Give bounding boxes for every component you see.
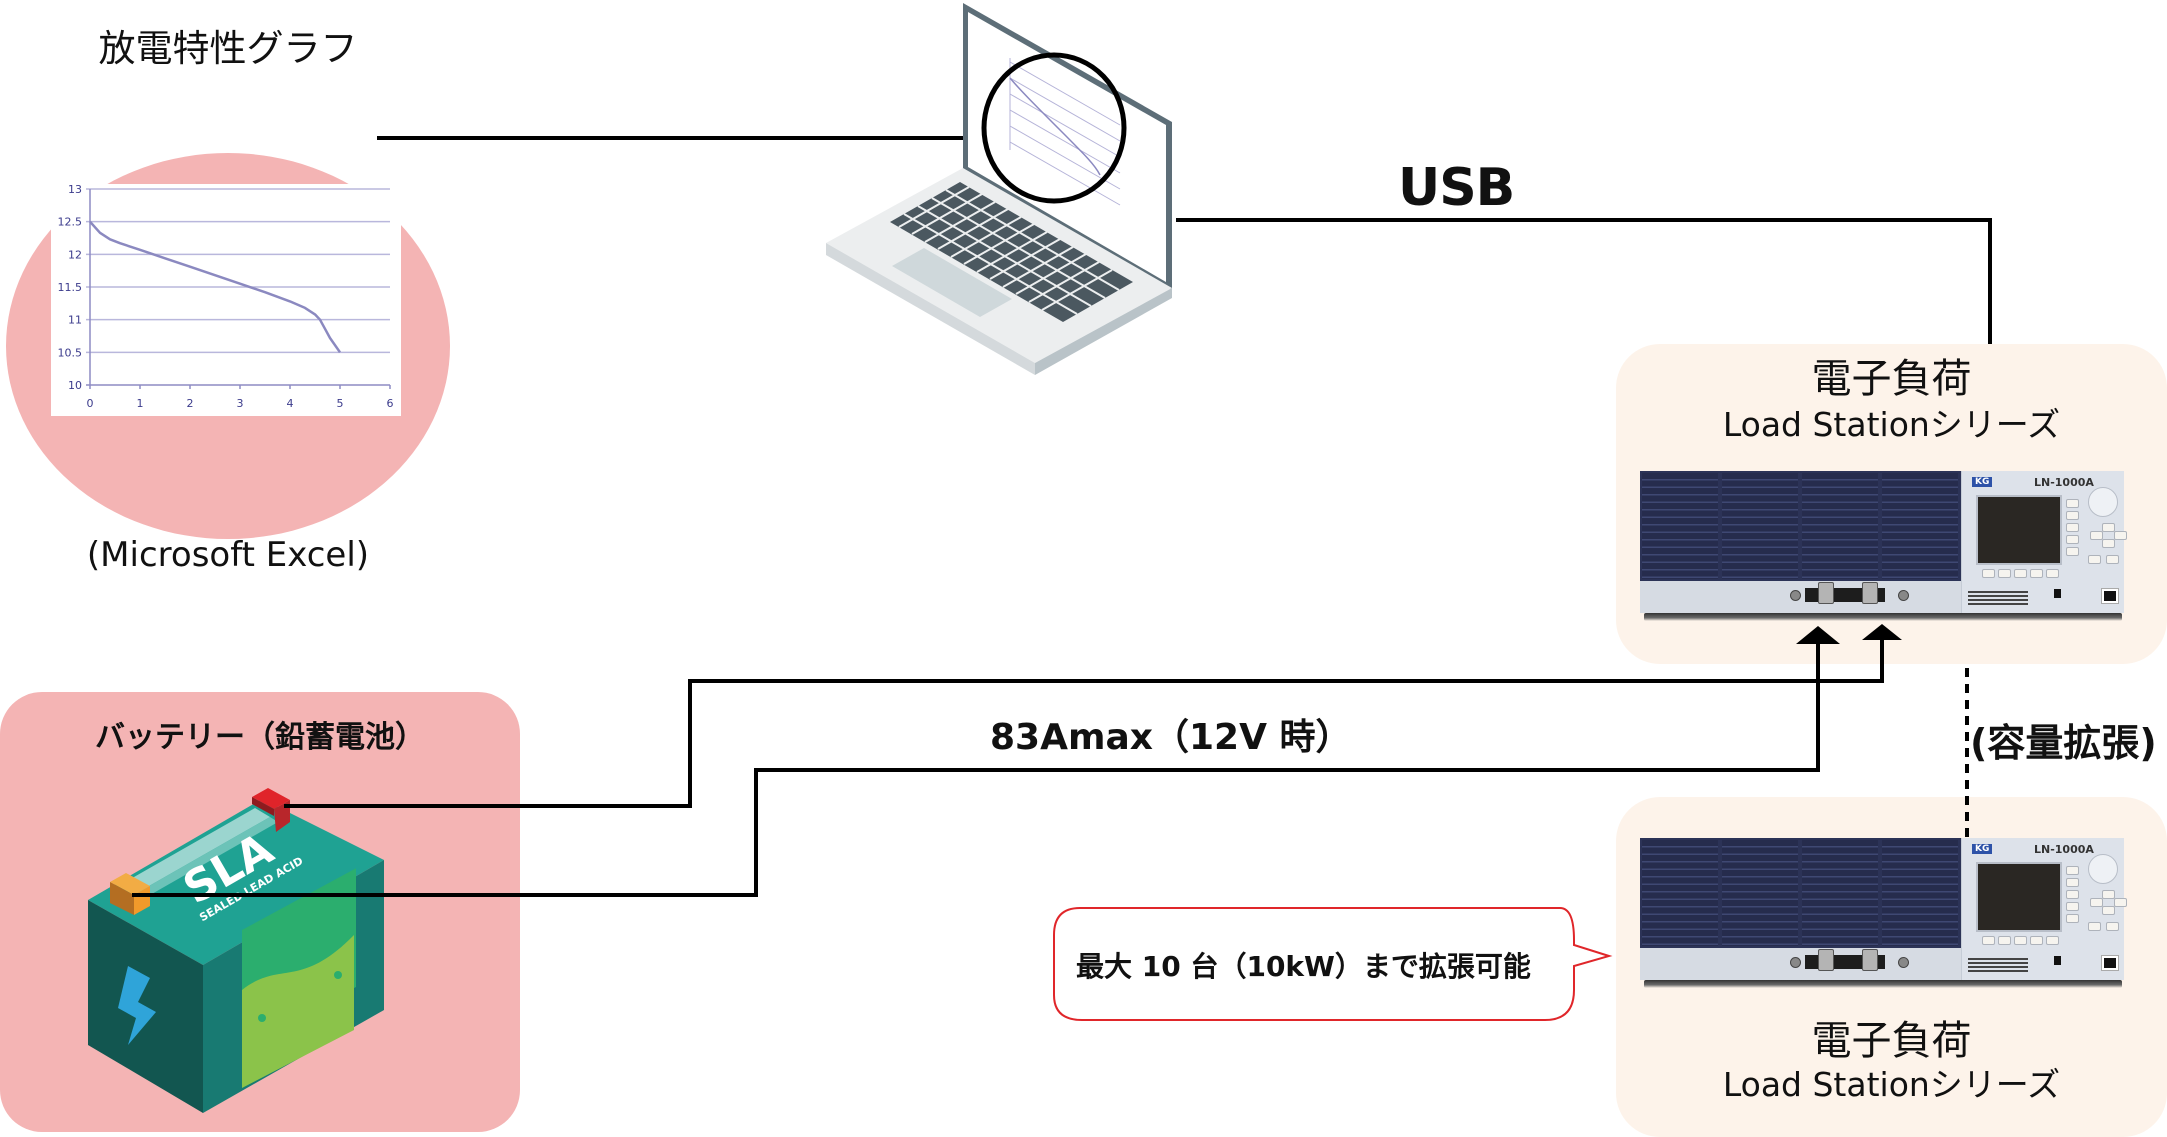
- chart-x-tick-label: 5: [337, 397, 344, 410]
- power-switch[interactable]: [2101, 588, 2119, 604]
- chart-y-tick-label: 12.5: [58, 216, 83, 229]
- graph-caption: (Microsoft Excel): [86, 535, 370, 575]
- negative-arrowhead: [1796, 626, 1840, 644]
- chart-y-tick-label: 10.5: [58, 346, 83, 359]
- chart-x-tick-label: 0: [87, 397, 94, 410]
- callout-bubble: [1053, 907, 1613, 1021]
- chart-y-tick-label: 11: [68, 314, 82, 327]
- brand-logo: KG: [1972, 477, 1993, 487]
- brand-logo: KG: [1972, 844, 1993, 854]
- usb-label: USB: [1398, 158, 1515, 218]
- callout-text: 最大 10 台（10kW）まで拡張可能: [1076, 950, 1531, 983]
- vent-grille: [1640, 471, 1961, 581]
- chart-y-tick-label: 10: [68, 379, 82, 392]
- rotary-knob[interactable]: [2088, 487, 2118, 517]
- load-station-top-series: Load Stationシリーズ: [1722, 405, 2061, 444]
- chart-series-line-discharge: [89, 220, 342, 354]
- usb-port-icon: [2054, 956, 2061, 965]
- load-station-bottom-series: Load Stationシリーズ: [1722, 1065, 2061, 1104]
- model-label: LN-1000A: [2034, 843, 2094, 856]
- rotary-knob[interactable]: [2088, 854, 2118, 884]
- battery-icon: SLA SEALED LEAD ACID: [88, 788, 384, 1113]
- chart-x-tick-label: 3: [237, 397, 244, 410]
- negative-terminal-icon[interactable]: [1818, 582, 1834, 604]
- chart-y-tick-label: 12: [68, 248, 82, 261]
- load-station-top-name: 電子負荷: [1811, 356, 1972, 402]
- current-rating-label: 83Amax（12V 時）: [990, 717, 1352, 758]
- chart-x-tick-label: 6: [387, 397, 394, 410]
- chart-y-tick-label: 13: [68, 183, 82, 196]
- chart-x-tick-label: 1: [137, 397, 144, 410]
- power-switch[interactable]: [2101, 955, 2119, 971]
- positive-cable: [284, 636, 1884, 808]
- usb-port-icon: [2054, 589, 2061, 598]
- control-panel: KG LN-1000A: [1961, 838, 2127, 980]
- chart-x-tick-label: 2: [187, 397, 194, 410]
- electronic-load-device-top[interactable]: KG LN-1000A: [1640, 471, 2127, 623]
- load-station-bottom-name: 電子負荷: [1811, 1018, 1972, 1064]
- chart-x-tick-label: 4: [287, 397, 294, 410]
- chart-y-tick-label: 11.5: [58, 281, 83, 294]
- positive-arrowhead: [1862, 624, 1902, 640]
- display-screen: [1976, 862, 2062, 932]
- chart-background: [51, 184, 401, 416]
- graph-title: 放電特性グラフ: [98, 27, 358, 70]
- vent-grille: [1640, 838, 1961, 948]
- model-label: LN-1000A: [2034, 476, 2094, 489]
- battery-title: バッテリー（鉛蓄電池）: [95, 720, 425, 755]
- display-screen: [1976, 495, 2062, 565]
- negative-terminal-icon[interactable]: [1818, 949, 1834, 971]
- negative-cable: [132, 640, 1820, 897]
- control-panel: KG LN-1000A: [1961, 471, 2127, 613]
- expansion-label: (容量拡張): [1970, 721, 2157, 765]
- electronic-load-device-bottom[interactable]: KG LN-1000A: [1640, 838, 2127, 990]
- laptop-icon: [826, 3, 1172, 375]
- positive-terminal-icon[interactable]: [1862, 949, 1878, 971]
- usb-cable: [1176, 218, 1992, 370]
- lightning-icon: [118, 966, 156, 1045]
- positive-terminal-icon[interactable]: [1862, 582, 1878, 604]
